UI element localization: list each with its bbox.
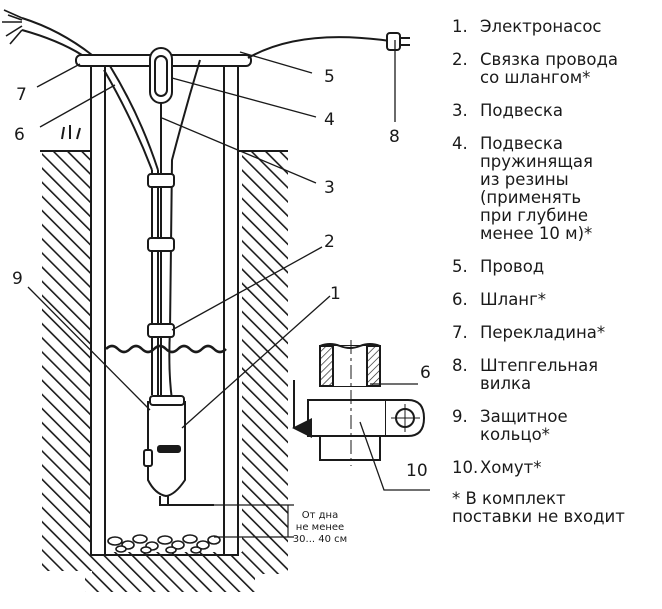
legend-text: Подвеска xyxy=(480,101,563,120)
power-cable xyxy=(247,36,391,59)
cable-bindings xyxy=(147,173,175,338)
legend-number: 6. xyxy=(452,290,468,309)
legend-number: 1. xyxy=(452,17,468,36)
legend-text: Перекладина* xyxy=(480,323,606,342)
legend-number: 3. xyxy=(452,101,468,120)
callout-5: 5 xyxy=(324,67,335,87)
ground-surface xyxy=(40,125,288,152)
hose xyxy=(21,17,159,395)
legend-footnote: * В комплект поставки не входит xyxy=(452,489,625,526)
legend-text: Провод xyxy=(480,257,545,276)
legend-text: Штепгельная вилка xyxy=(480,356,599,393)
legend-text: Связка провода со шлангом* xyxy=(480,50,618,87)
legend-text: Электронасос xyxy=(480,17,602,36)
callout-10: 10 xyxy=(406,461,428,481)
protective-ring xyxy=(149,395,185,406)
legend-item: 4. Подвеска пружинящая из резины (применя… xyxy=(452,135,660,243)
callout-6-detail: 6 xyxy=(420,363,431,383)
legend-item: 1. Электронасос xyxy=(452,18,660,36)
legend-item: 5. Провод xyxy=(452,258,660,276)
well-casing xyxy=(90,64,239,556)
callout-8: 8 xyxy=(389,127,400,147)
rubber-suspension xyxy=(149,47,173,104)
callout-3: 3 xyxy=(324,178,335,198)
legend-item: 2. Связка провода со шлангом* xyxy=(452,51,660,87)
legend-number: 8. xyxy=(452,356,468,375)
legend-number: 4. xyxy=(452,134,468,153)
callout-2: 2 xyxy=(324,232,335,252)
legend-item: 10.Хомут* xyxy=(452,459,660,477)
legend-item: 6. Шланг* xyxy=(452,291,660,309)
clamp-detail xyxy=(307,340,426,466)
legend-text: Защитное кольцо* xyxy=(480,407,568,444)
leader-lines xyxy=(27,40,430,491)
frayed-end xyxy=(2,9,23,45)
legend-text: Шланг* xyxy=(480,290,547,309)
callout-6: 6 xyxy=(14,125,25,145)
gravel-bottom xyxy=(107,534,221,554)
legend-number: 9. xyxy=(452,407,468,426)
legend-item: 8. Штепгельная вилка xyxy=(452,357,660,393)
legend-number: 7. xyxy=(452,323,468,342)
legend-text: Подвеска пружинящая из резины (применять… xyxy=(480,134,593,243)
water-level xyxy=(105,344,227,354)
legend-number: 2. xyxy=(452,50,468,69)
depth-dimension xyxy=(214,504,294,538)
pump xyxy=(143,401,214,506)
plug-icon xyxy=(386,32,410,51)
callout-9: 9 xyxy=(12,269,23,289)
callout-7: 7 xyxy=(16,85,27,105)
depth-note-line3: 30... 40 см xyxy=(293,534,347,545)
legend-item: 9. Защитное кольцо* xyxy=(452,408,660,444)
legend-number: 10. xyxy=(452,458,479,477)
callout-1: 1 xyxy=(330,284,341,304)
soil-hatching xyxy=(42,151,288,592)
legend-item: 3. Подвеска xyxy=(452,102,660,120)
legend-number: 5. xyxy=(452,257,468,276)
legend: 1. Электронасос 2. Связка провода со шланг… xyxy=(452,18,660,526)
legend-text: Хомут* xyxy=(480,458,542,477)
depth-note-line1: От дна xyxy=(302,510,338,521)
callout-4: 4 xyxy=(324,110,335,130)
legend-item: 7. Перекладина* xyxy=(452,324,660,342)
depth-note-line2: не менее xyxy=(296,522,344,533)
power-cable-down xyxy=(168,59,201,401)
